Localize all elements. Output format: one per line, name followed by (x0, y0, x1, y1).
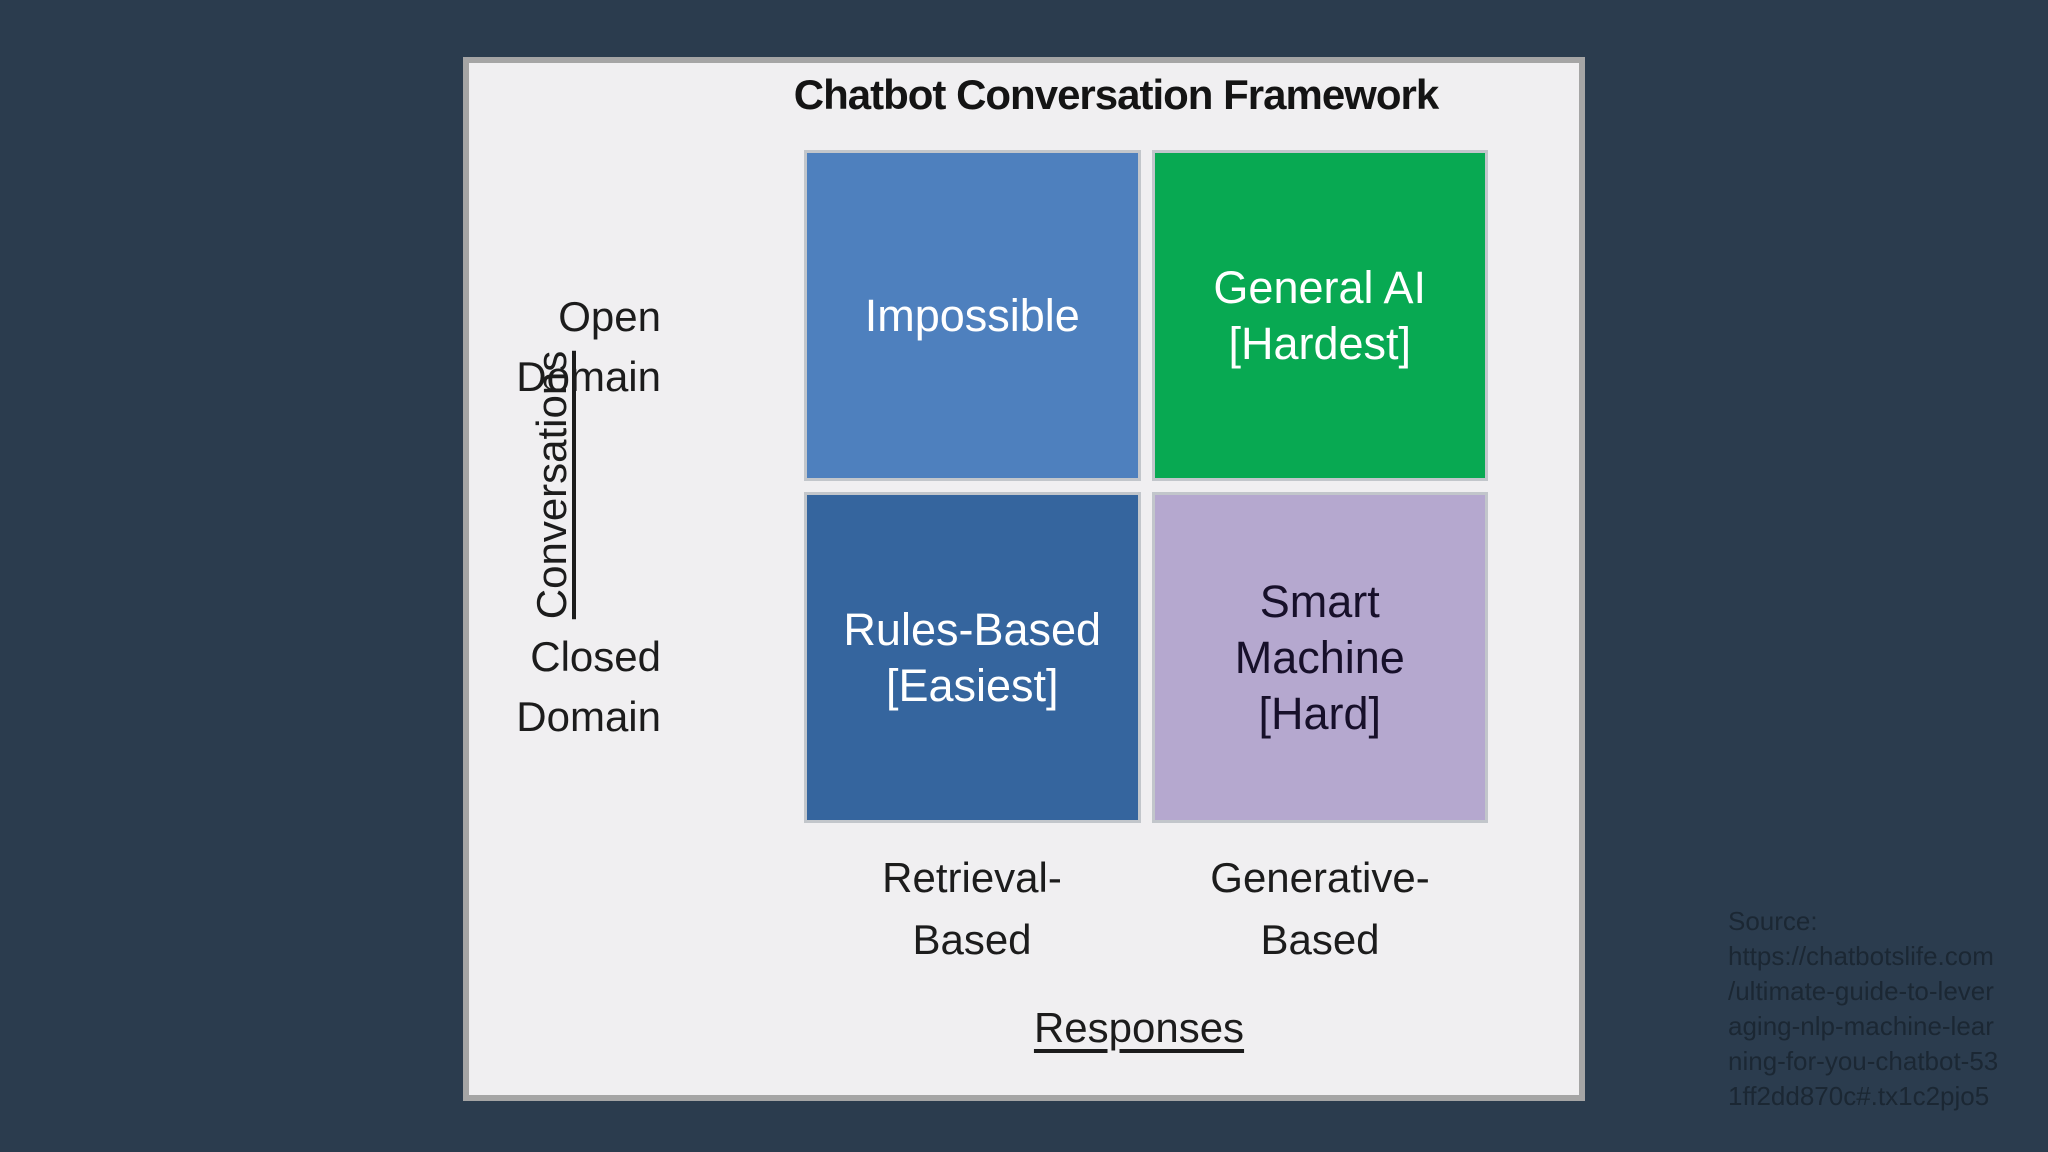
diagram-title: Chatbot Conversation Framework (793, 71, 1439, 118)
quadrant-general-ai: General AI [Hardest] (1151, 150, 1488, 481)
col-label-generative-based: Generative- Based (1210, 854, 1430, 963)
x-axis-label-responses: Responses (1033, 1004, 1245, 1051)
col-label-retrieval-based: Retrieval- Based (882, 854, 1062, 963)
row-label-closed-domain: Closed Domain (516, 633, 661, 740)
row-label-open-domain: Open Domain (516, 293, 661, 400)
framework-panel-inner: Chatbot Conversation Framework Conversat… (469, 63, 1579, 1095)
quadrant-rules-based: Rules-Based [Easiest] (804, 492, 1141, 823)
source-attribution: Source: https://chatbotslife.com /ultima… (1728, 906, 1999, 1111)
quadrant-impossible: Impossible (804, 150, 1141, 481)
quadrant-grid: Impossible General AI [Hardest] Rules-Ba… (804, 150, 1488, 823)
quadrant-smart-machine: Smart Machine [Hard] (1151, 492, 1488, 823)
framework-panel: Chatbot Conversation Framework Conversat… (463, 57, 1585, 1101)
